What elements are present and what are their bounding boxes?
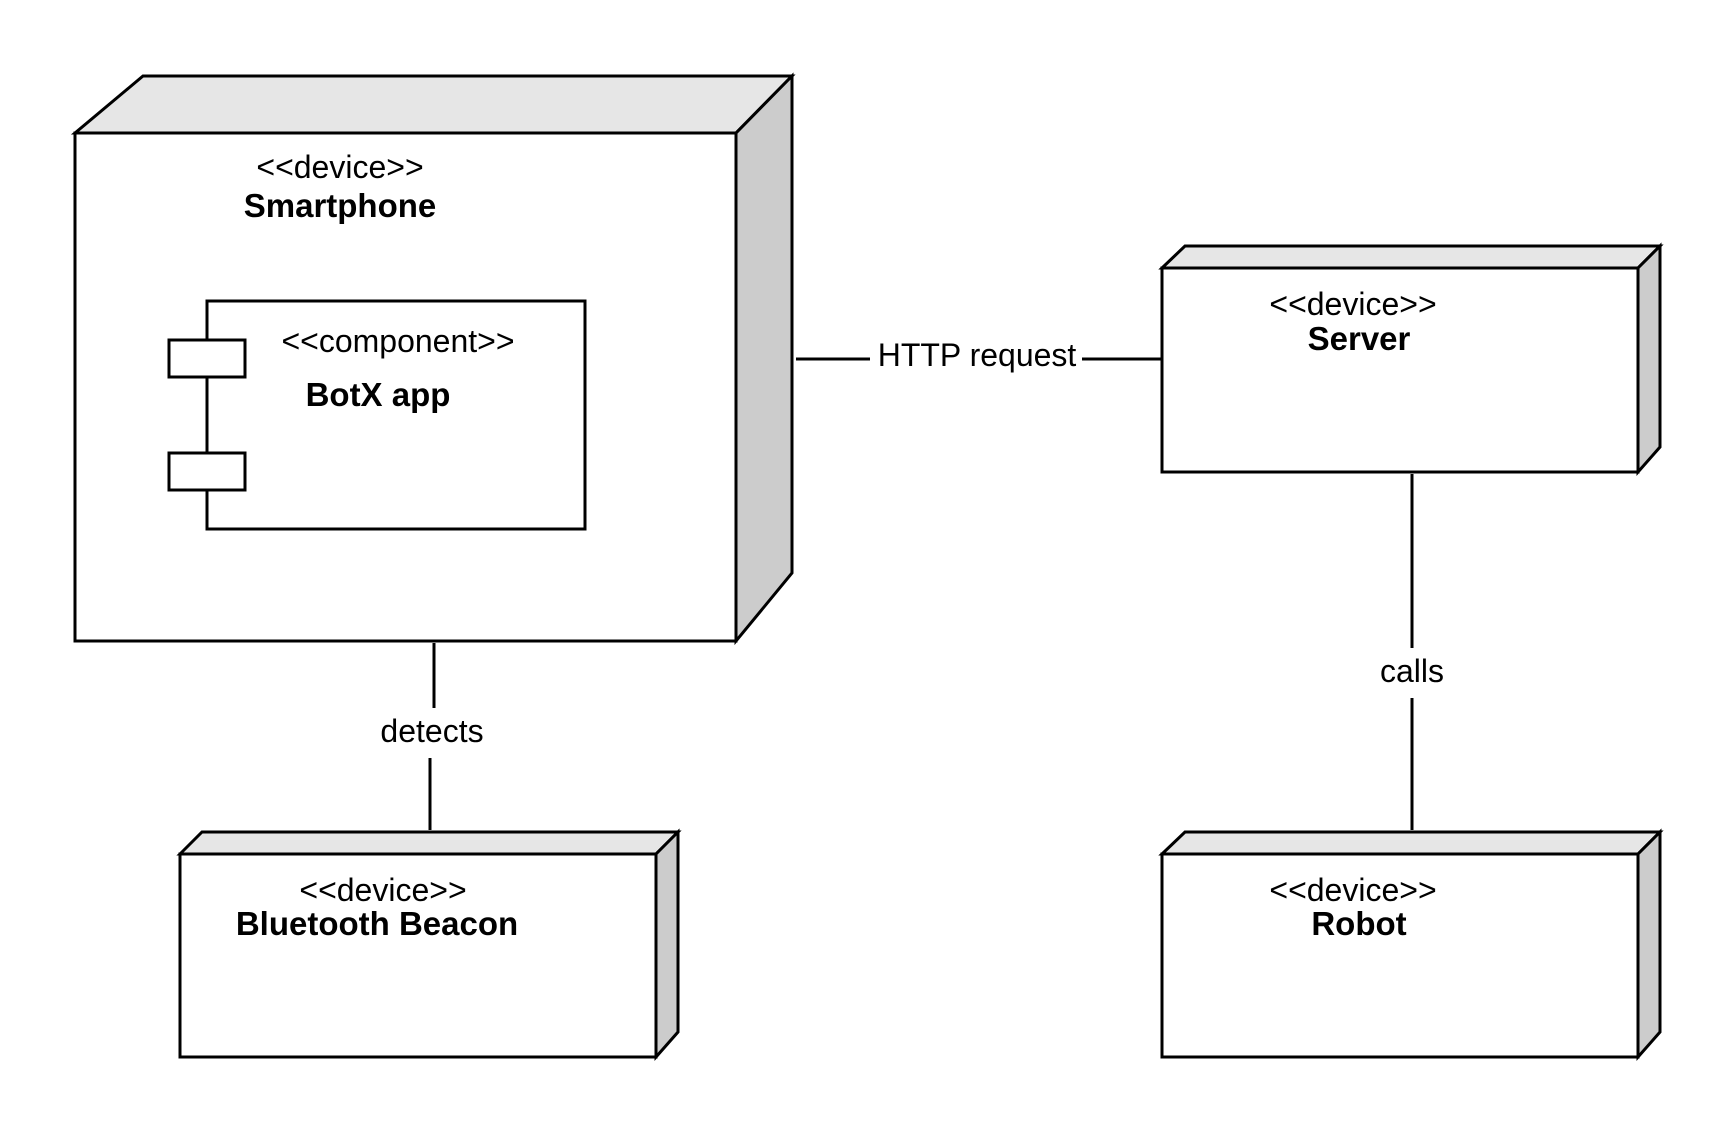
- node-robot-name: Robot: [1311, 905, 1406, 942]
- edge-label-calls: calls: [1380, 653, 1444, 689]
- node-server-top: [1158, 244, 1664, 270]
- node-smartphone-name: Smartphone: [244, 187, 437, 224]
- component-stereotype: <<component>>: [281, 323, 514, 359]
- node-smartphone-side: [734, 72, 794, 646]
- node-beacon-side: [654, 828, 680, 1061]
- edge-label-http-request: HTTP request: [878, 337, 1077, 373]
- node-server-name: Server: [1308, 320, 1411, 357]
- node-smartphone-stereotype: <<device>>: [256, 149, 423, 185]
- component-name: BotX app: [306, 376, 451, 413]
- node-server[interactable]: <<device>> Server: [1158, 242, 1664, 476]
- node-robot[interactable]: <<device>> Robot: [1158, 828, 1664, 1061]
- connector-server-robot: calls: [1380, 474, 1444, 830]
- node-server-front: [1160, 266, 1640, 474]
- node-server-side: [1636, 242, 1662, 476]
- connector-smartphone-server: HTTP request: [796, 337, 1162, 373]
- node-beacon-stereotype: <<device>>: [299, 872, 466, 908]
- node-robot-stereotype: <<device>>: [1269, 872, 1436, 908]
- edge-label-detects: detects: [380, 713, 483, 749]
- node-robot-side: [1636, 828, 1662, 1061]
- node-robot-front: [1160, 852, 1640, 1059]
- component-port-icon: [167, 338, 247, 379]
- node-smartphone[interactable]: <<device>> Smartphone <<component>> BotX…: [70, 72, 796, 646]
- node-bluetooth-beacon[interactable]: <<device>> Bluetooth Beacon: [176, 828, 682, 1061]
- node-smartphone-top: [70, 74, 796, 135]
- component-port-icon: [167, 451, 247, 492]
- component-body: [205, 299, 587, 531]
- connector-smartphone-beacon: detects: [380, 643, 484, 830]
- node-server-stereotype: <<device>>: [1269, 286, 1436, 322]
- node-beacon-top: [176, 830, 682, 856]
- node-beacon-name: Bluetooth Beacon: [236, 905, 518, 942]
- node-beacon-front: [178, 852, 658, 1059]
- node-robot-top: [1158, 830, 1664, 856]
- component-botx-app[interactable]: <<component>> BotX app: [167, 299, 587, 531]
